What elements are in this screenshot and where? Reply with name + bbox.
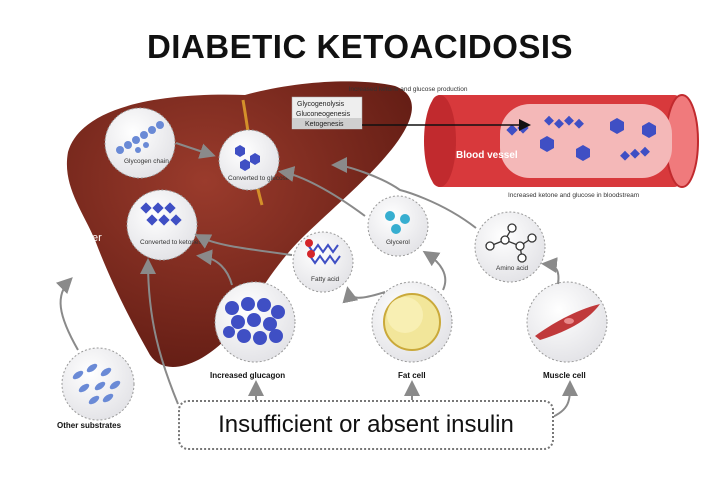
amino-acid-bubble: Amino acid bbox=[474, 211, 546, 283]
ketones-label: Converted to ketones bbox=[140, 239, 203, 246]
ketones-bubble: Converted to ketones bbox=[126, 189, 203, 261]
muscle-cell-bubble bbox=[526, 281, 608, 363]
blood-vessel-label: Blood vessel bbox=[456, 150, 518, 161]
glucagon-label: Increased glucagon bbox=[210, 371, 285, 380]
glycerol-bubble: Glycerol bbox=[367, 195, 429, 257]
flow-arrows bbox=[55, 142, 578, 419]
insulin-box: Insufficient or absent insulin bbox=[178, 400, 554, 450]
amino-acid-label: Amino acid bbox=[496, 265, 529, 272]
glycogen-label: Glycogen chain bbox=[124, 158, 169, 165]
other-substrates-bubble bbox=[61, 347, 135, 421]
process-glycogenolysis: Glycogenolysis bbox=[297, 101, 345, 108]
liver-label: Liver bbox=[78, 232, 102, 244]
glucagon-bubble bbox=[214, 281, 296, 363]
other-substrates-label: Other substrates bbox=[57, 421, 122, 430]
fatty-acid-bubble: Fatty acid bbox=[292, 231, 354, 293]
glucose-bubble: Converted to glucose bbox=[218, 129, 290, 191]
process-labels: Glycogenolysis Gluconeogenesis Ketogenes… bbox=[291, 96, 363, 130]
bloodstream-caption: Increased ketone and glucose in bloodstr… bbox=[508, 192, 639, 199]
glucose-label: Converted to glucose bbox=[228, 175, 290, 182]
glycerol-label: Glycerol bbox=[386, 239, 410, 246]
production-label: Increased ketone and glucose production bbox=[349, 86, 468, 93]
fat-cell-label: Fat cell bbox=[398, 371, 426, 380]
blood-vessel: Blood vessel bbox=[424, 94, 699, 188]
fatty-acid-label: Fatty acid bbox=[311, 276, 340, 283]
glycogen-bubble: Glycogen chain bbox=[104, 107, 176, 179]
muscle-cell-label: Muscle cell bbox=[543, 371, 586, 380]
production-line: Increased ketone and glucose production bbox=[349, 86, 468, 93]
page-title: DIABETIC KETOACIDOSIS bbox=[146, 28, 574, 65]
process-gluconeogenesis: Gluconeogenesis bbox=[296, 111, 351, 118]
process-ketogenesis: Ketogenesis bbox=[305, 121, 344, 128]
fat-cell-bubble bbox=[371, 281, 453, 363]
